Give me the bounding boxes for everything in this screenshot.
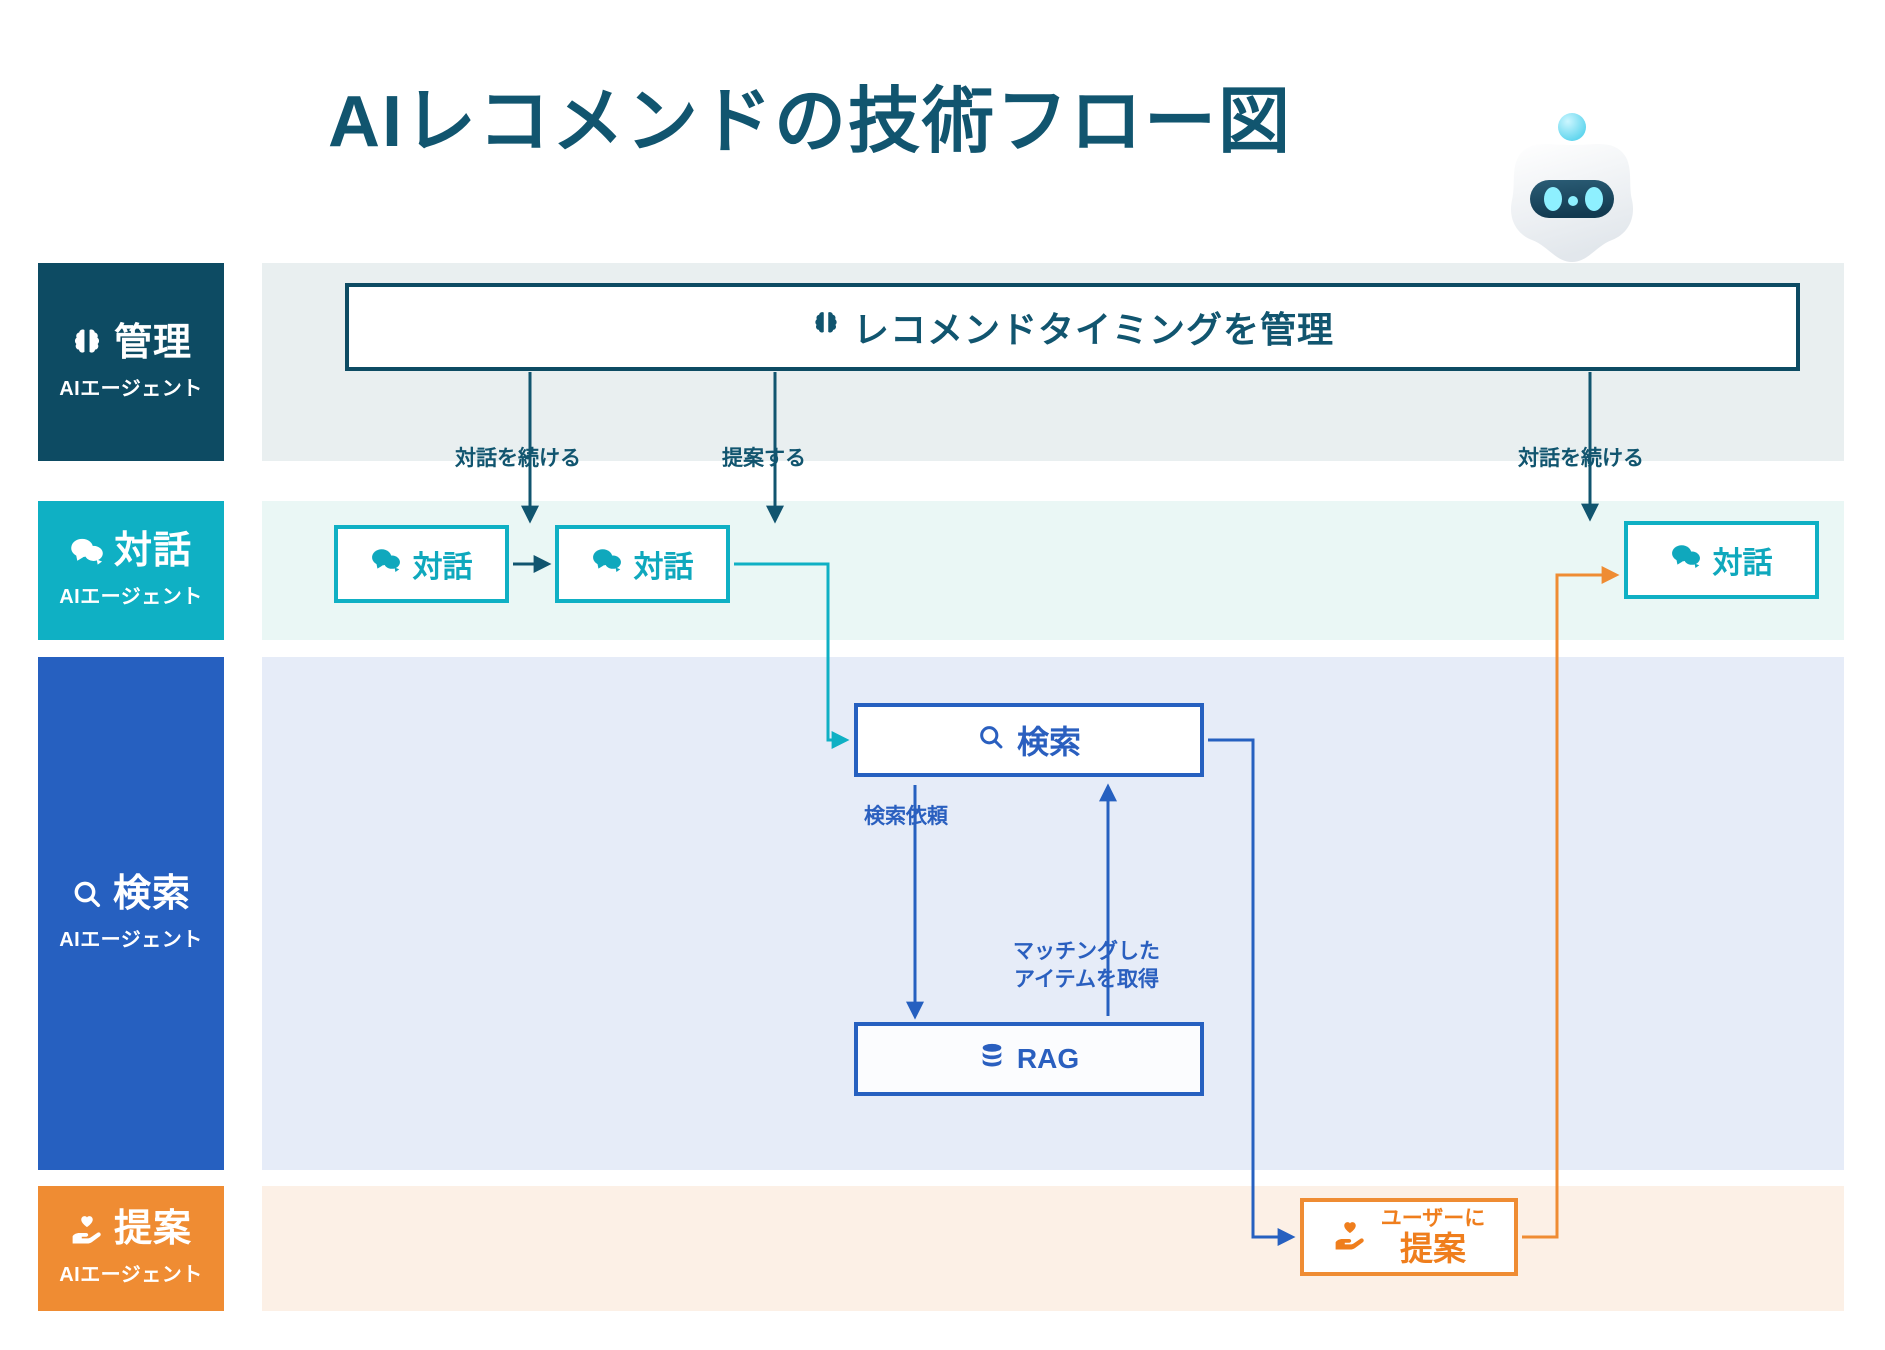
lane-title-text-suggest: 提案: [113, 1208, 192, 1250]
node-talk-2-label: 対話: [633, 551, 694, 584]
hand-heart-icon: [1333, 1219, 1367, 1256]
node-manage-label: レコメンドタイミングを管理: [852, 309, 1334, 350]
edge-label-matched-line1: マッチングした: [1013, 940, 1160, 963]
lane-title-text-talk: 対話: [113, 530, 192, 572]
magnifier-icon: [977, 722, 1005, 759]
node-talk-3[interactable]: 対話: [1624, 521, 1819, 599]
database-icon: [979, 1042, 1005, 1077]
chat-bubbles-icon: [371, 547, 401, 581]
node-suggest-to-user[interactable]: ユーザーに 提案: [1300, 1198, 1518, 1276]
hand-heart-icon: [70, 1213, 104, 1245]
lane-subtitle-suggest: AIエージェント: [59, 1264, 203, 1286]
node-suggest-label-main: 提案: [1400, 1229, 1466, 1267]
node-suggest-text: ユーザーに 提案: [1380, 1206, 1486, 1267]
lane-band-suggest: [262, 1186, 1844, 1311]
lane-chip-manage[interactable]: 管理 AIエージェント: [38, 263, 224, 461]
edge-label-matched-items: マッチングした アイテムを取得: [1013, 938, 1160, 995]
node-talk-3-label: 対話: [1712, 547, 1773, 580]
chat-bubbles-icon: [1671, 543, 1701, 577]
antenna-ball-icon: [1558, 113, 1586, 141]
page-title: AIレコメンドの技術フロー図: [327, 82, 1292, 162]
chat-bubbles-icon: [592, 547, 622, 581]
edge-label-continue-right: 対話を続ける: [1518, 447, 1644, 470]
edge-label-search-request: 検索依頼: [864, 805, 948, 828]
lane-chip-talk[interactable]: 対話 AIエージェント: [38, 501, 224, 640]
edge-label-continue-left: 対話を続ける: [455, 447, 581, 470]
ai-robot-mascot: [1492, 100, 1652, 270]
edge-label-propose: 提案する: [722, 447, 806, 470]
node-talk-2[interactable]: 対話: [555, 525, 730, 603]
node-suggest-label-top: ユーザーに: [1380, 1206, 1486, 1230]
edge-label-matched-line2: アイテムを取得: [1014, 968, 1159, 992]
lane-title-suggest: 提案: [70, 1210, 192, 1248]
lane-chip-suggest[interactable]: 提案 AIエージェント: [38, 1186, 224, 1311]
magnifier-icon: [71, 878, 103, 910]
brain-icon: [811, 306, 841, 348]
lane-title-manage: 管理: [70, 324, 192, 362]
brain-icon: [70, 326, 104, 360]
lane-chip-search[interactable]: 検索 AIエージェント: [38, 657, 224, 1170]
lane-title-search: 検索: [71, 875, 191, 913]
lane-title-talk: 対話: [70, 532, 192, 570]
lane-subtitle-talk: AIエージェント: [59, 586, 203, 608]
lane-subtitle-search: AIエージェント: [59, 929, 203, 951]
robot-mouth-dot: [1568, 196, 1578, 206]
node-search-label: 検索: [1016, 724, 1081, 760]
lane-title-text-search: 検索: [112, 873, 191, 915]
lane-subtitle-manage: AIエージェント: [59, 377, 203, 400]
node-rag[interactable]: RAG: [854, 1022, 1204, 1096]
node-search[interactable]: 検索: [854, 703, 1204, 777]
node-manage-recommend-timing[interactable]: レコメンドタイミングを管理: [345, 283, 1800, 371]
lane-title-text-manage: 管理: [113, 321, 192, 364]
robot-eye-left: [1544, 187, 1562, 211]
node-talk-1-label: 対話: [412, 551, 473, 584]
chat-bubbles-icon: [70, 536, 104, 566]
robot-eye-right: [1585, 187, 1603, 211]
node-talk-1[interactable]: 対話: [334, 525, 509, 603]
node-rag-label: RAG: [1016, 1043, 1080, 1074]
